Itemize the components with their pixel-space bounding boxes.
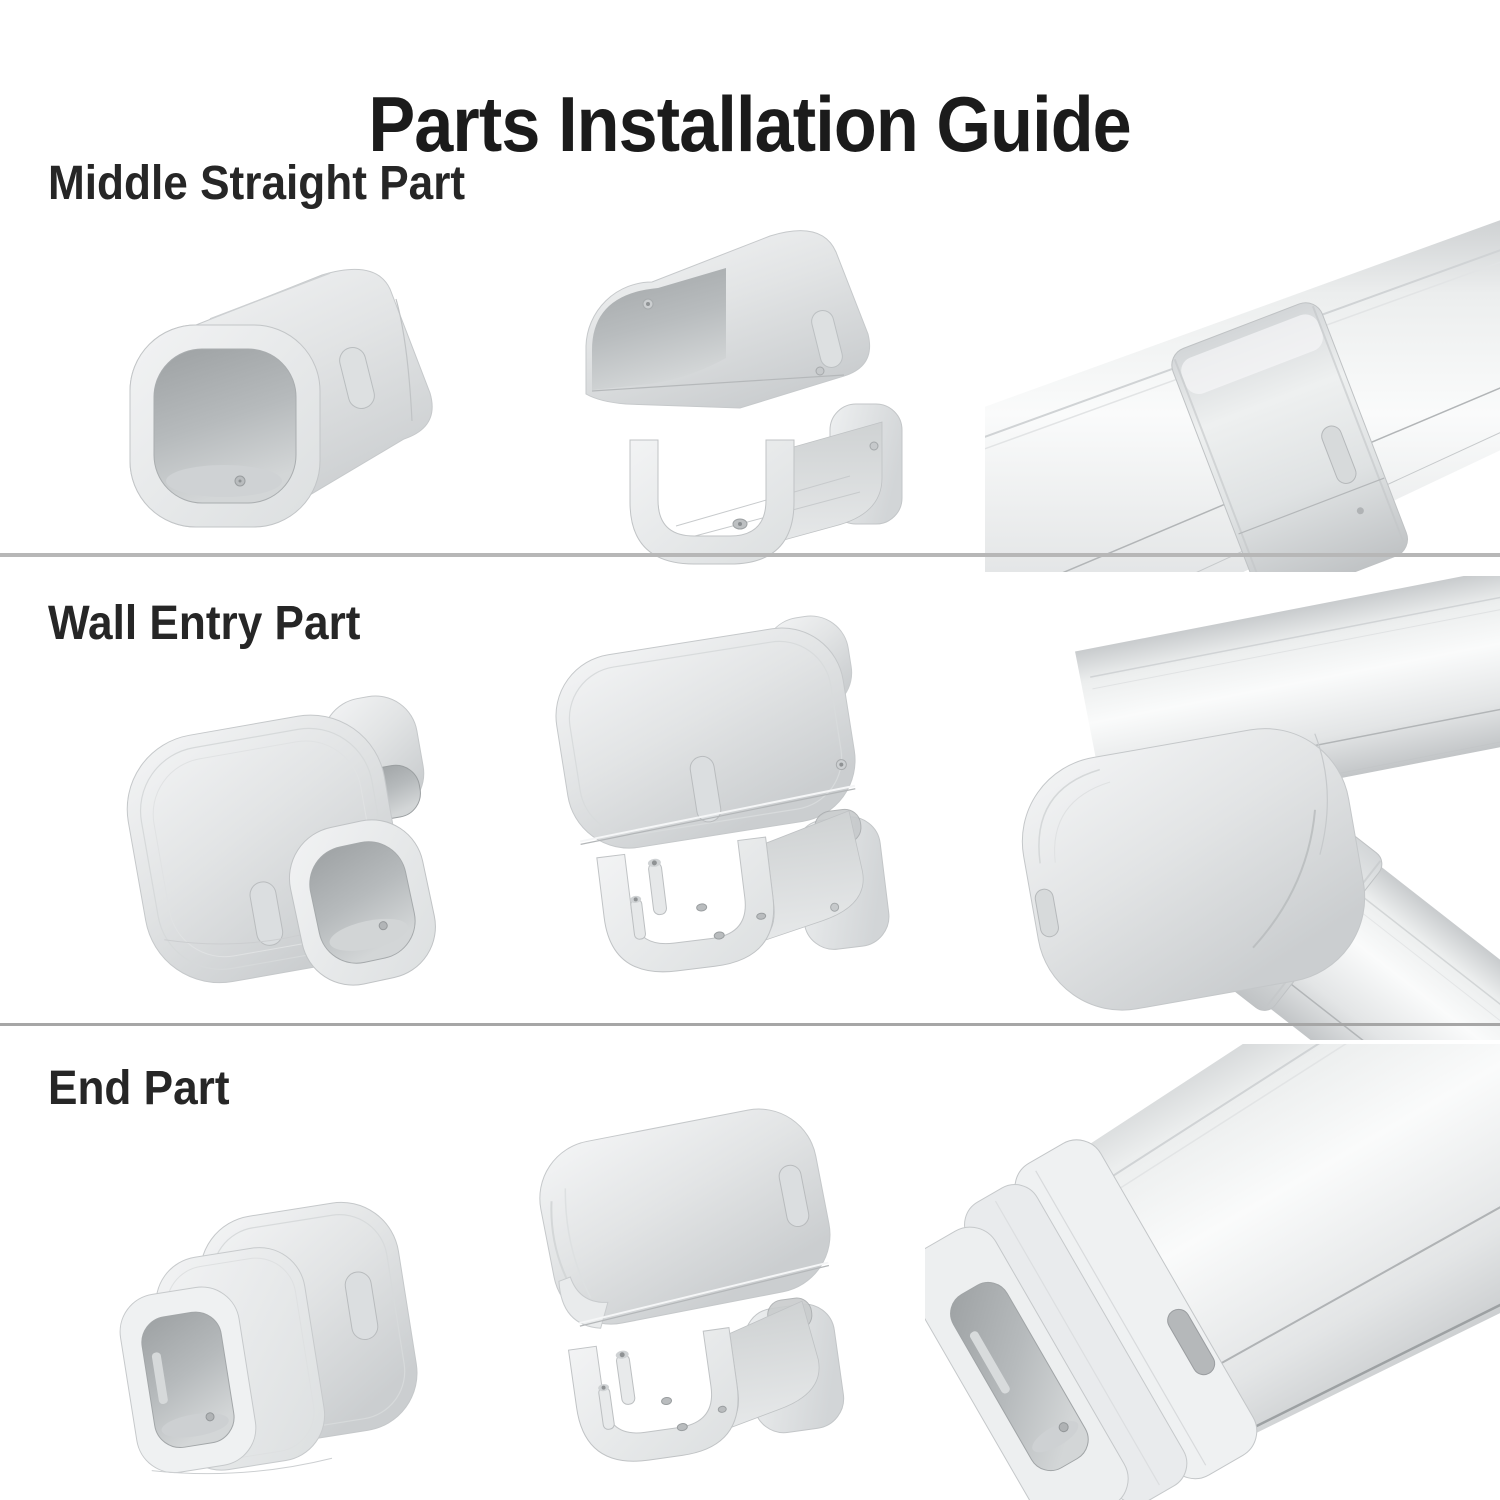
coupler-part-photo: [90, 241, 450, 561]
section-divider: [0, 1023, 1500, 1026]
section-label-middle-straight: Middle Straight Part: [48, 157, 466, 210]
end-cap-installed-on-duct-photo: [925, 1044, 1500, 1500]
page-title: Parts Installation Guide: [0, 85, 1500, 163]
page-title-text: Parts Installation Guide: [368, 80, 1132, 169]
section-divider: [0, 553, 1500, 557]
end-cap-part-photo: [80, 1156, 435, 1500]
coupler-installed-on-duct-photo: [985, 144, 1500, 572]
wall-entry-installed-corner-photo: [968, 576, 1500, 1040]
section-label-end-part: End Part: [48, 1062, 230, 1115]
wall-entry-part-photo: [90, 668, 465, 1020]
wall-entry-exploded-photo: [505, 604, 925, 1038]
end-cap-exploded-photo: [465, 1098, 885, 1500]
section-label-wall-entry: Wall Entry Part: [48, 597, 361, 650]
coupler-exploded-photo: [530, 208, 930, 570]
